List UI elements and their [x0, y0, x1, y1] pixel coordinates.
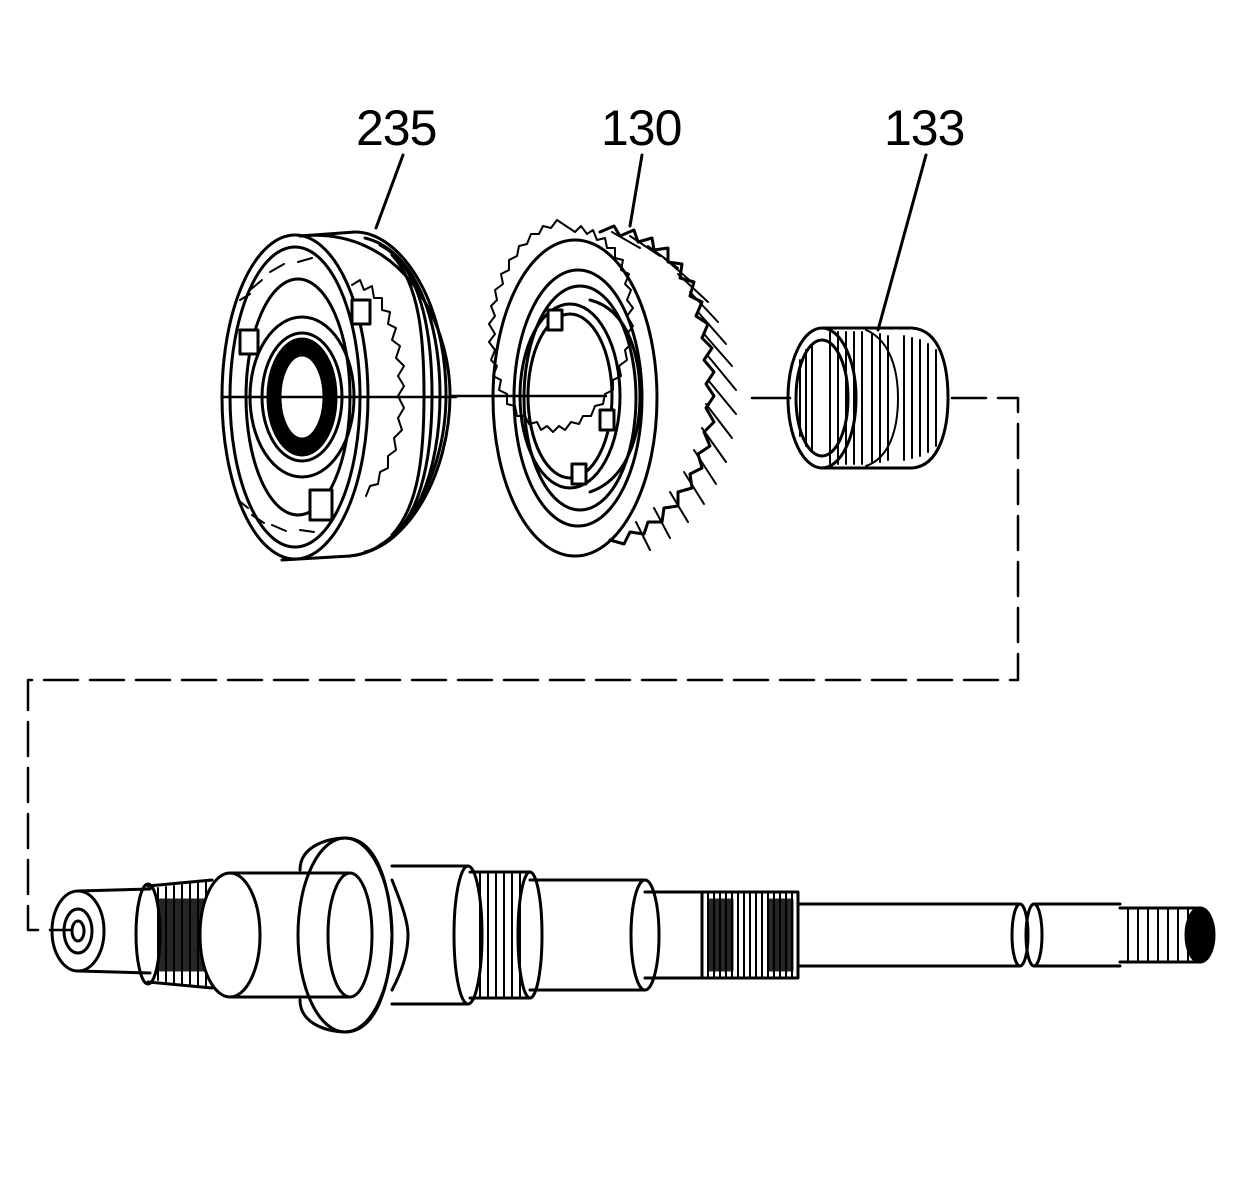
callout-label-130: 130	[601, 100, 682, 156]
callout-label-133: 133	[884, 100, 965, 156]
needle-bearing-133	[750, 326, 950, 470]
leader-lines	[374, 153, 928, 332]
mainshaft	[50, 836, 1216, 1034]
callout-label-235: 235	[356, 100, 437, 156]
leader-line-130	[628, 153, 644, 228]
synchronizer-assembly-235	[220, 230, 458, 562]
assembly-path-dashed-line	[26, 396, 1020, 932]
leader-line-133	[876, 153, 928, 332]
leader-line-235	[374, 153, 405, 230]
helical-gear-130	[450, 219, 737, 558]
